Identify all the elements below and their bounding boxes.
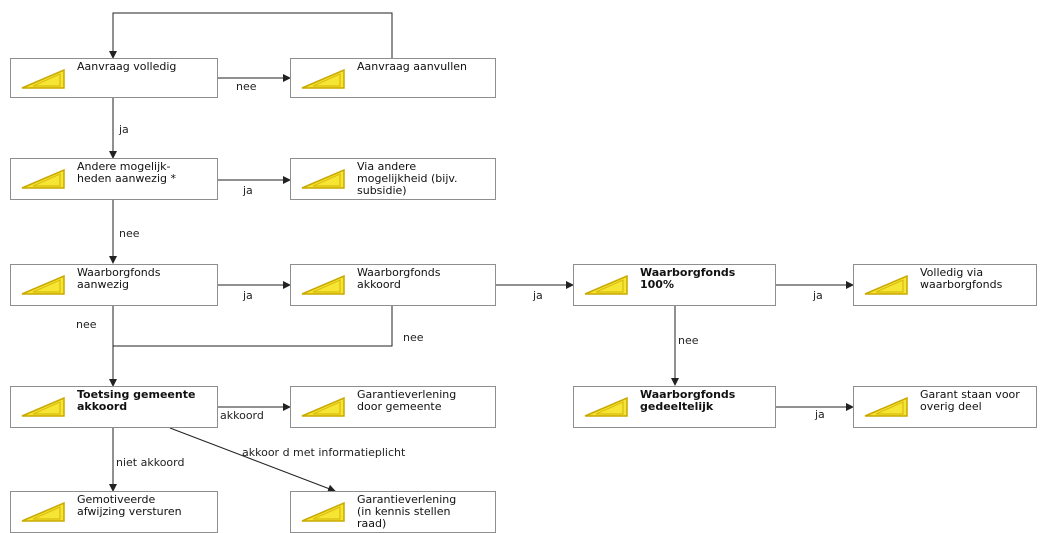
node-label: Volledig via waarborgfonds xyxy=(920,266,1003,291)
node-volledig-via[interactable]: Volledig via waarborgfonds xyxy=(853,264,1037,306)
yellow-wedge-icon xyxy=(21,396,65,417)
yellow-wedge-icon xyxy=(301,168,345,189)
node-garantieverlening-kennis[interactable]: Garantieverlening (in kennis stellen raa… xyxy=(290,491,496,533)
edge-label-nee: nee xyxy=(119,227,140,240)
edge-loop-back xyxy=(109,12,393,60)
yellow-wedge-icon xyxy=(301,274,345,295)
node-toetsing-gemeente[interactable]: Toetsing gemeente akkoord xyxy=(10,386,218,428)
yellow-wedge-icon xyxy=(21,501,65,522)
edge-label-niet-akkoord: niet akkoord xyxy=(116,456,185,469)
node-andere-mogelijkheden[interactable]: Andere mogelijk- heden aanwezig * xyxy=(10,158,218,200)
node-label: Waarborgfonds gedeeltelijk xyxy=(640,388,736,413)
node-label: Toetsing gemeente akkoord xyxy=(77,388,196,413)
yellow-wedge-icon xyxy=(21,274,65,295)
yellow-wedge-icon xyxy=(21,168,65,189)
node-aanvraag-aanvullen[interactable]: Aanvraag aanvullen xyxy=(290,58,496,98)
yellow-wedge-icon xyxy=(584,396,628,417)
node-label: Garant staan voor overig deel xyxy=(920,388,1020,413)
node-label: Waarborgfonds 100% xyxy=(640,266,736,291)
edge-label-nee: nee xyxy=(403,331,424,344)
edge-label-ja: ja xyxy=(813,289,823,302)
edge-label-ja: ja xyxy=(119,123,129,136)
node-label: Garantieverlening (in kennis stellen raa… xyxy=(357,493,457,530)
node-label: Waarborgfonds aanwezig xyxy=(77,266,161,291)
node-gemotiveerde-afwijzing[interactable]: Gemotiveerde afwijzing versturen xyxy=(10,491,218,533)
node-waarborgfonds-100[interactable]: Waarborgfonds 100% xyxy=(573,264,776,306)
edge-label-akkoord-informatieplicht: akkoor d met informatieplicht xyxy=(242,446,406,459)
node-garant-staan[interactable]: Garant staan voor overig deel xyxy=(853,386,1037,428)
node-waarborgfonds-akkoord[interactable]: Waarborgfonds akkoord xyxy=(290,264,496,306)
edge-nee-akkoord-merge xyxy=(113,306,393,347)
node-label: Aanvraag volledig xyxy=(77,60,177,73)
node-aanvraag-volledig[interactable]: Aanvraag volledig xyxy=(10,58,218,98)
node-label: Aanvraag aanvullen xyxy=(357,60,468,73)
node-label: Andere mogelijk- heden aanwezig * xyxy=(77,160,176,185)
yellow-wedge-icon xyxy=(301,396,345,417)
edge-label-ja: ja xyxy=(243,184,253,197)
node-label: Waarborgfonds akkoord xyxy=(357,266,441,291)
yellow-wedge-icon xyxy=(301,501,345,522)
yellow-wedge-icon xyxy=(864,274,908,295)
yellow-wedge-icon xyxy=(301,68,345,89)
edge-label-ja: ja xyxy=(815,408,825,421)
yellow-wedge-icon xyxy=(21,68,65,89)
edge-label-ja: ja xyxy=(533,289,543,302)
edge-label-nee: nee xyxy=(678,334,699,347)
node-label: Garantieverlening door gemeente xyxy=(357,388,457,413)
node-waarborgfonds-aanwezig[interactable]: Waarborgfonds aanwezig xyxy=(10,264,218,306)
node-via-andere[interactable]: Via andere mogelijkheid (bijv. subsidie) xyxy=(290,158,496,200)
edge-label-nee: nee xyxy=(76,318,97,331)
node-garantieverlening-gemeente[interactable]: Garantieverlening door gemeente xyxy=(290,386,496,428)
node-waarborgfonds-gedeeltelijk[interactable]: Waarborgfonds gedeeltelijk xyxy=(573,386,776,428)
yellow-wedge-icon xyxy=(584,274,628,295)
edge-label-akkoord: akkoord xyxy=(220,409,264,422)
yellow-wedge-icon xyxy=(864,396,908,417)
edge-akkoord-informatieplicht xyxy=(169,427,336,493)
edge-label-ja: ja xyxy=(243,289,253,302)
node-label: Via andere mogelijkheid (bijv. subsidie) xyxy=(357,160,458,197)
edge-label-nee: nee xyxy=(236,80,257,93)
node-label: Gemotiveerde afwijzing versturen xyxy=(77,493,182,518)
